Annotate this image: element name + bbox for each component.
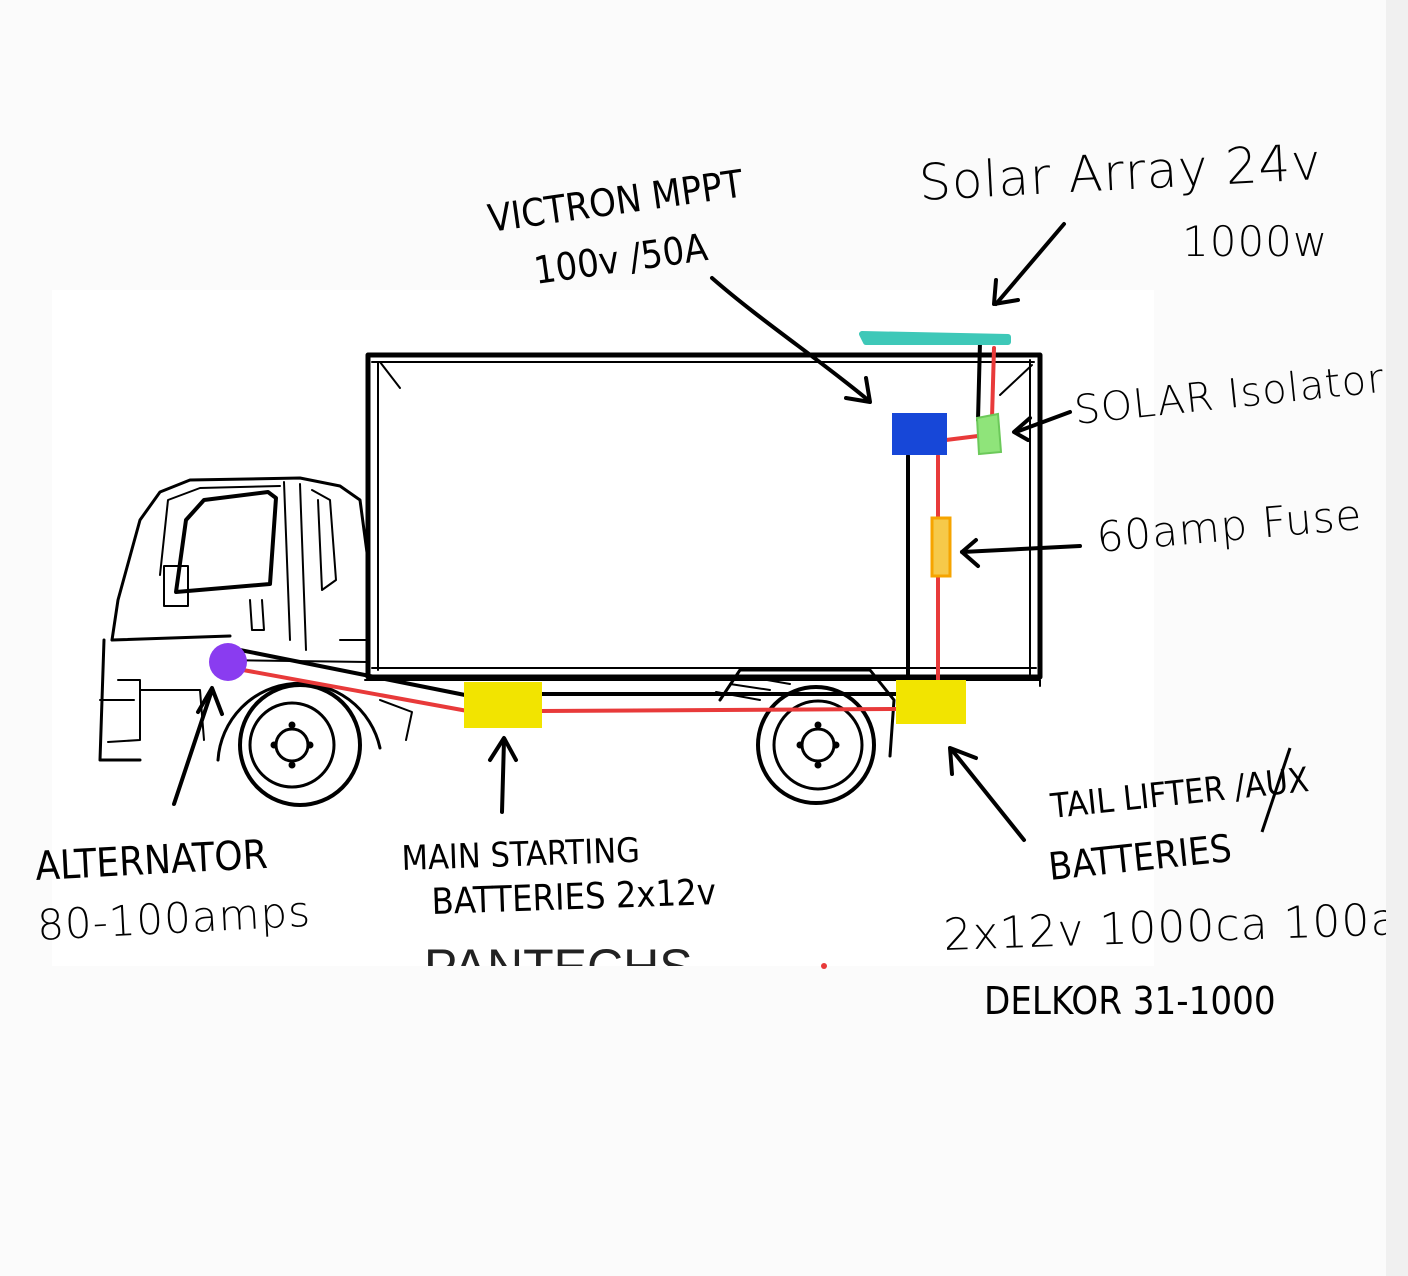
wire-positive-solar bbox=[990, 346, 996, 420]
arrow-mppt bbox=[710, 276, 870, 402]
arrow-solar-array bbox=[994, 222, 1066, 306]
wire-negative-alternator bbox=[228, 646, 482, 700]
scrollbar[interactable] bbox=[1386, 0, 1408, 1276]
arrowhead-alternator bbox=[196, 686, 224, 716]
solar-isolator-box bbox=[975, 412, 1003, 456]
arrowhead-solar-array bbox=[992, 278, 1020, 306]
arrowhead-fuse bbox=[960, 538, 980, 568]
front-wheel bbox=[216, 681, 413, 807]
fuse-box bbox=[930, 516, 952, 578]
arrowhead-mppt bbox=[844, 376, 872, 404]
arrowhead-isolator bbox=[1012, 416, 1032, 442]
red-dot bbox=[821, 963, 827, 969]
main-battery-label-line1: MAIN STARTING bbox=[401, 831, 641, 879]
mppt-label-line2: 100v /50A bbox=[531, 225, 711, 293]
arrow-main-battery bbox=[500, 738, 506, 814]
alternator-circle bbox=[209, 643, 247, 681]
arrowhead-main-battery bbox=[488, 736, 518, 762]
truck-drawing bbox=[98, 352, 1043, 807]
aux-battery-label-line4: DELKOR 31-1000 bbox=[984, 979, 1276, 1023]
cut-off-text: PANTECHS bbox=[424, 939, 693, 995]
solar-panel bbox=[859, 331, 1011, 345]
cargo-box bbox=[364, 352, 1043, 687]
rear-wheel bbox=[715, 668, 945, 805]
annotation-arrows bbox=[172, 222, 1082, 842]
arrow-isolator bbox=[1014, 410, 1072, 434]
slash-stroke bbox=[1260, 747, 1292, 833]
solar-array-label-line2: 1000w bbox=[1182, 217, 1328, 266]
main-battery-label-line2: BATTERIES 2x12v bbox=[431, 872, 717, 923]
mppt-controller bbox=[892, 413, 947, 455]
wire-positive-isolator bbox=[944, 434, 980, 442]
main-battery-box bbox=[464, 682, 542, 728]
mppt-label-line1: VICTRON MPPT bbox=[485, 162, 746, 241]
wire-positive-alternator bbox=[230, 666, 486, 716]
wire-negative-solar bbox=[976, 340, 982, 422]
arrow-alternator bbox=[172, 688, 214, 806]
aux-battery-box bbox=[896, 680, 966, 724]
arrow-aux-battery bbox=[950, 748, 1026, 842]
image-area bbox=[52, 290, 1154, 966]
solar-array-label-line1: Solar Array 24v bbox=[918, 133, 1323, 212]
arrow-fuse bbox=[960, 544, 1082, 554]
wire-positive-batteries bbox=[538, 707, 902, 713]
arrowhead-aux-battery bbox=[948, 746, 978, 776]
